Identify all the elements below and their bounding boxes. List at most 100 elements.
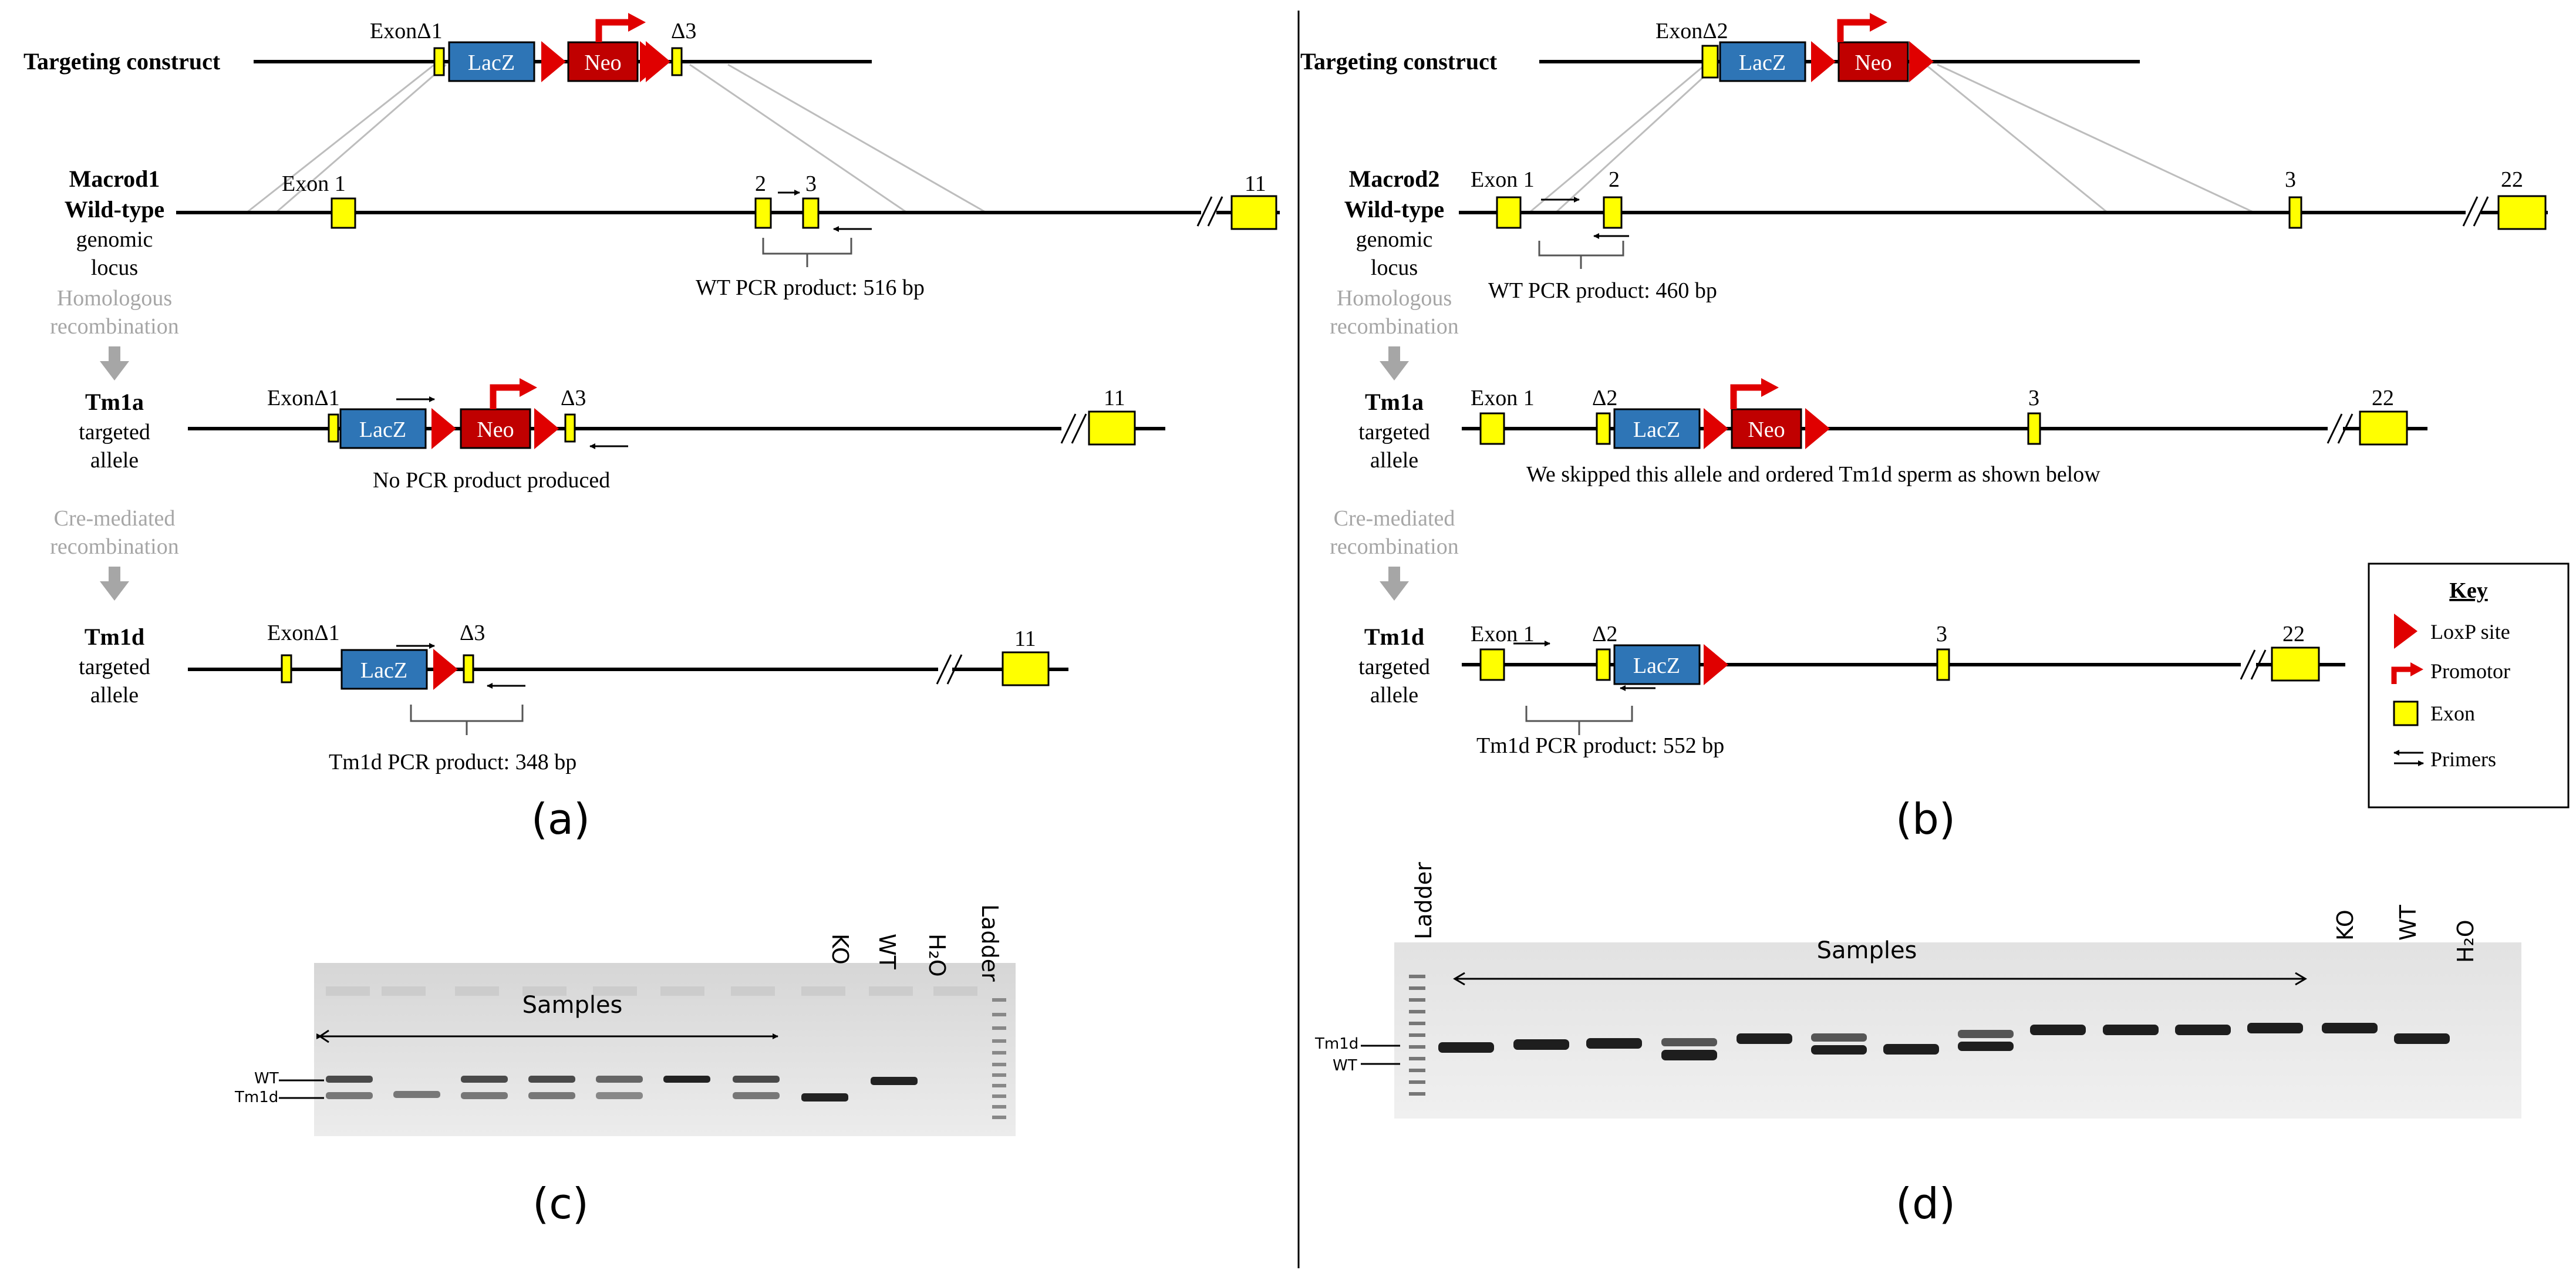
loxp-icon — [1811, 41, 1836, 82]
loxp-icon — [2394, 614, 2417, 649]
cre-arrow-a — [100, 567, 129, 601]
svg-text:Wild-type: Wild-type — [1344, 196, 1444, 223]
promotor-icon — [595, 19, 631, 42]
exon2-label-a: 2 — [755, 171, 766, 196]
svg-text:Cre-mediated: Cre-mediated — [1334, 506, 1455, 531]
loxp-icon — [541, 41, 566, 82]
svg-text:Δ2: Δ2 — [1592, 386, 1617, 410]
svg-text:recombination: recombination — [1330, 314, 1458, 339]
exon-delta1-box — [433, 47, 445, 76]
svg-text:Promotor: Promotor — [2430, 659, 2510, 683]
svg-text:Neo: Neo — [1748, 417, 1785, 442]
svg-text:Exon: Exon — [2430, 702, 2475, 725]
svg-text:3: 3 — [1936, 622, 1947, 646]
svg-text:allele: allele — [90, 683, 139, 708]
exon1-label-a: Exon 1 — [282, 171, 346, 196]
construct-label-b: Targeting construct — [1300, 48, 1498, 75]
svg-text:Homologous: Homologous — [1337, 286, 1452, 311]
lacz-label: LacZ — [468, 50, 515, 75]
lane-ko-d: KO — [2332, 910, 2358, 941]
svg-text:11: 11 — [1104, 386, 1125, 410]
svg-text:locus: locus — [1371, 255, 1418, 280]
panel-b: Targeting construct ExonΔ2 LacZ Neo Macr… — [1300, 13, 2548, 844]
exon11-label-a: 11 — [1245, 171, 1266, 196]
panel-label-b: (b) — [1896, 794, 1955, 844]
svg-text:targeted: targeted — [79, 655, 150, 679]
tm1a-title-a: Tm1a — [85, 389, 144, 415]
band-label-tm1d-d: Tm1d — [1314, 1035, 1358, 1053]
no-pcr-label: No PCR product produced — [373, 468, 610, 493]
loxp-icon — [433, 649, 458, 690]
wt-title-a: Wild-type — [65, 196, 164, 223]
homology-lines-b — [1529, 63, 2255, 214]
loxp-icon — [534, 408, 559, 449]
loxp-icon — [431, 408, 456, 449]
samples-label-c: Samples — [522, 992, 623, 1019]
exon3-box-a — [802, 197, 820, 229]
exon-delta1-label: ExonΔ1 — [370, 19, 443, 43]
lane-wt-c: WT — [874, 934, 900, 970]
svg-text:ExonΔ2: ExonΔ2 — [1655, 19, 1728, 43]
cre-label-2-a: recombination — [50, 534, 178, 559]
svg-text:Exon 1: Exon 1 — [1471, 386, 1535, 410]
exon-delta1-label-tm1a: ExonΔ1 — [267, 386, 340, 410]
svg-text:genomic: genomic — [1356, 227, 1433, 252]
lane-ko-c: KO — [827, 934, 853, 965]
svg-text:LacZ: LacZ — [360, 658, 407, 683]
svg-text:Δ3: Δ3 — [460, 621, 485, 645]
band-label-wt-d: WT — [1333, 1057, 1357, 1074]
hr-label-2-a: recombination — [50, 314, 178, 339]
tm1a-sub1-a: targeted — [79, 420, 150, 444]
svg-text:Δ3: Δ3 — [561, 386, 586, 410]
lane-h2o-d: H₂O — [2453, 919, 2479, 963]
svg-text:targeted: targeted — [1358, 420, 1430, 444]
svg-text:Tm1a: Tm1a — [1365, 389, 1424, 415]
wt-pcr-bracket-a — [762, 238, 852, 267]
panel-label-c: (c) — [532, 1179, 589, 1228]
band-label-wt-c: WT — [254, 1070, 279, 1087]
svg-text:Exon 1: Exon 1 — [1471, 167, 1535, 192]
homology-lines-a — [246, 63, 987, 214]
promotor-icon — [2391, 666, 2414, 684]
loxp-icon — [646, 41, 670, 82]
svg-text:2: 2 — [1609, 167, 1620, 192]
tm1d-pcr-label-a: Tm1d PCR product: 348 bp — [329, 750, 576, 774]
svg-text:11: 11 — [1014, 626, 1036, 651]
wt-sub1-a: genomic — [76, 227, 153, 252]
loxp-icon — [1805, 408, 1830, 449]
svg-text:3: 3 — [2285, 167, 2296, 192]
promotor-arrowhead — [628, 13, 646, 32]
panel-label-d: (d) — [1896, 1179, 1955, 1228]
tm1d-pcr-bracket-a — [410, 705, 524, 735]
svg-text:allele: allele — [1370, 683, 1418, 708]
lane-ladder-d: Ladder — [1411, 862, 1437, 939]
lacz-box — [448, 41, 535, 82]
construct-label-a: Targeting construct — [23, 48, 221, 75]
key-title: Key — [2449, 578, 2487, 603]
wt-pcr-label-a: WT PCR product: 516 bp — [696, 275, 925, 300]
lane-wt-d: WT — [2395, 904, 2421, 941]
hr-label-1-a: Homologous — [57, 286, 172, 311]
delta3-label: Δ3 — [671, 19, 696, 43]
exon1-box-a — [331, 197, 356, 229]
hr-arrow-a — [100, 346, 129, 380]
svg-text:Tm1d: Tm1d — [1364, 624, 1424, 650]
svg-text:Neo: Neo — [477, 417, 514, 442]
macrod1-title: Macrod1 — [69, 166, 160, 192]
svg-text:3: 3 — [2028, 386, 2039, 410]
gel-panel-c: KO WT H₂O Ladder Samples WT Tm1d — [234, 904, 1016, 1228]
svg-text:LacZ: LacZ — [1739, 50, 1786, 75]
exon11-box-a — [1230, 195, 1277, 230]
svg-text:ExonΔ1: ExonΔ1 — [267, 621, 340, 645]
exon-delta3-box — [671, 47, 683, 76]
exon2-box-a — [754, 197, 772, 229]
exon3-label-a: 3 — [805, 171, 817, 196]
lane-h2o-c: H₂O — [924, 934, 950, 977]
exon-icon — [2393, 700, 2419, 726]
loxp-icon — [1704, 644, 1728, 685]
svg-text:Δ2: Δ2 — [1592, 622, 1617, 646]
svg-text:22: 22 — [2372, 386, 2394, 410]
svg-text:Exon 1: Exon 1 — [1471, 622, 1535, 646]
svg-text:recombination: recombination — [1330, 534, 1458, 559]
